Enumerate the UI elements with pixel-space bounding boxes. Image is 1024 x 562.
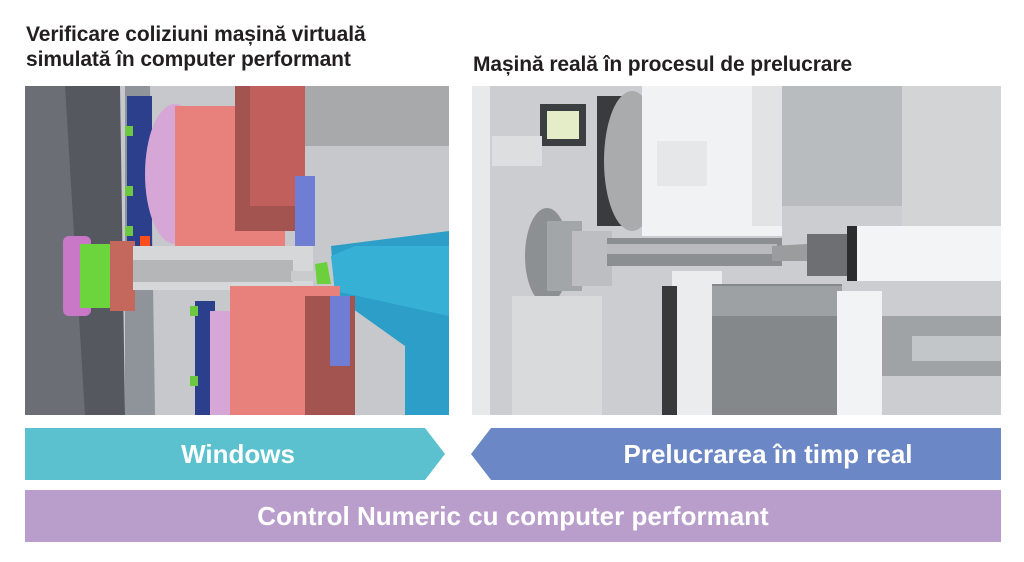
cnc-bar: Control Numeric cu computer performant xyxy=(25,490,1001,542)
realtime-processing-arrow-bar: Prelucrarea în timp real xyxy=(471,428,1001,480)
caption-virtual-machine: Verificare coliziuni mașină virtuală sim… xyxy=(26,22,466,72)
windows-arrow-bar: Windows xyxy=(25,428,445,480)
windows-label: Windows xyxy=(181,438,295,469)
caption-real-machine: Mașină reală în procesul de prelucrare xyxy=(473,53,853,76)
virtual-machine-image xyxy=(25,86,449,415)
caption-virtual-machine-line1: Verificare coliziuni mașină virtuală xyxy=(26,23,366,46)
cnc-label: Control Numeric cu computer performant xyxy=(257,500,769,531)
real-machine-image xyxy=(472,86,1001,415)
realtime-processing-label: Prelucrarea în timp real xyxy=(623,438,913,469)
caption-virtual-machine-line2: simulată în computer performant xyxy=(26,48,351,71)
real-machine-photo-icon xyxy=(472,86,1001,415)
virtual-machine-render-icon xyxy=(25,86,449,415)
